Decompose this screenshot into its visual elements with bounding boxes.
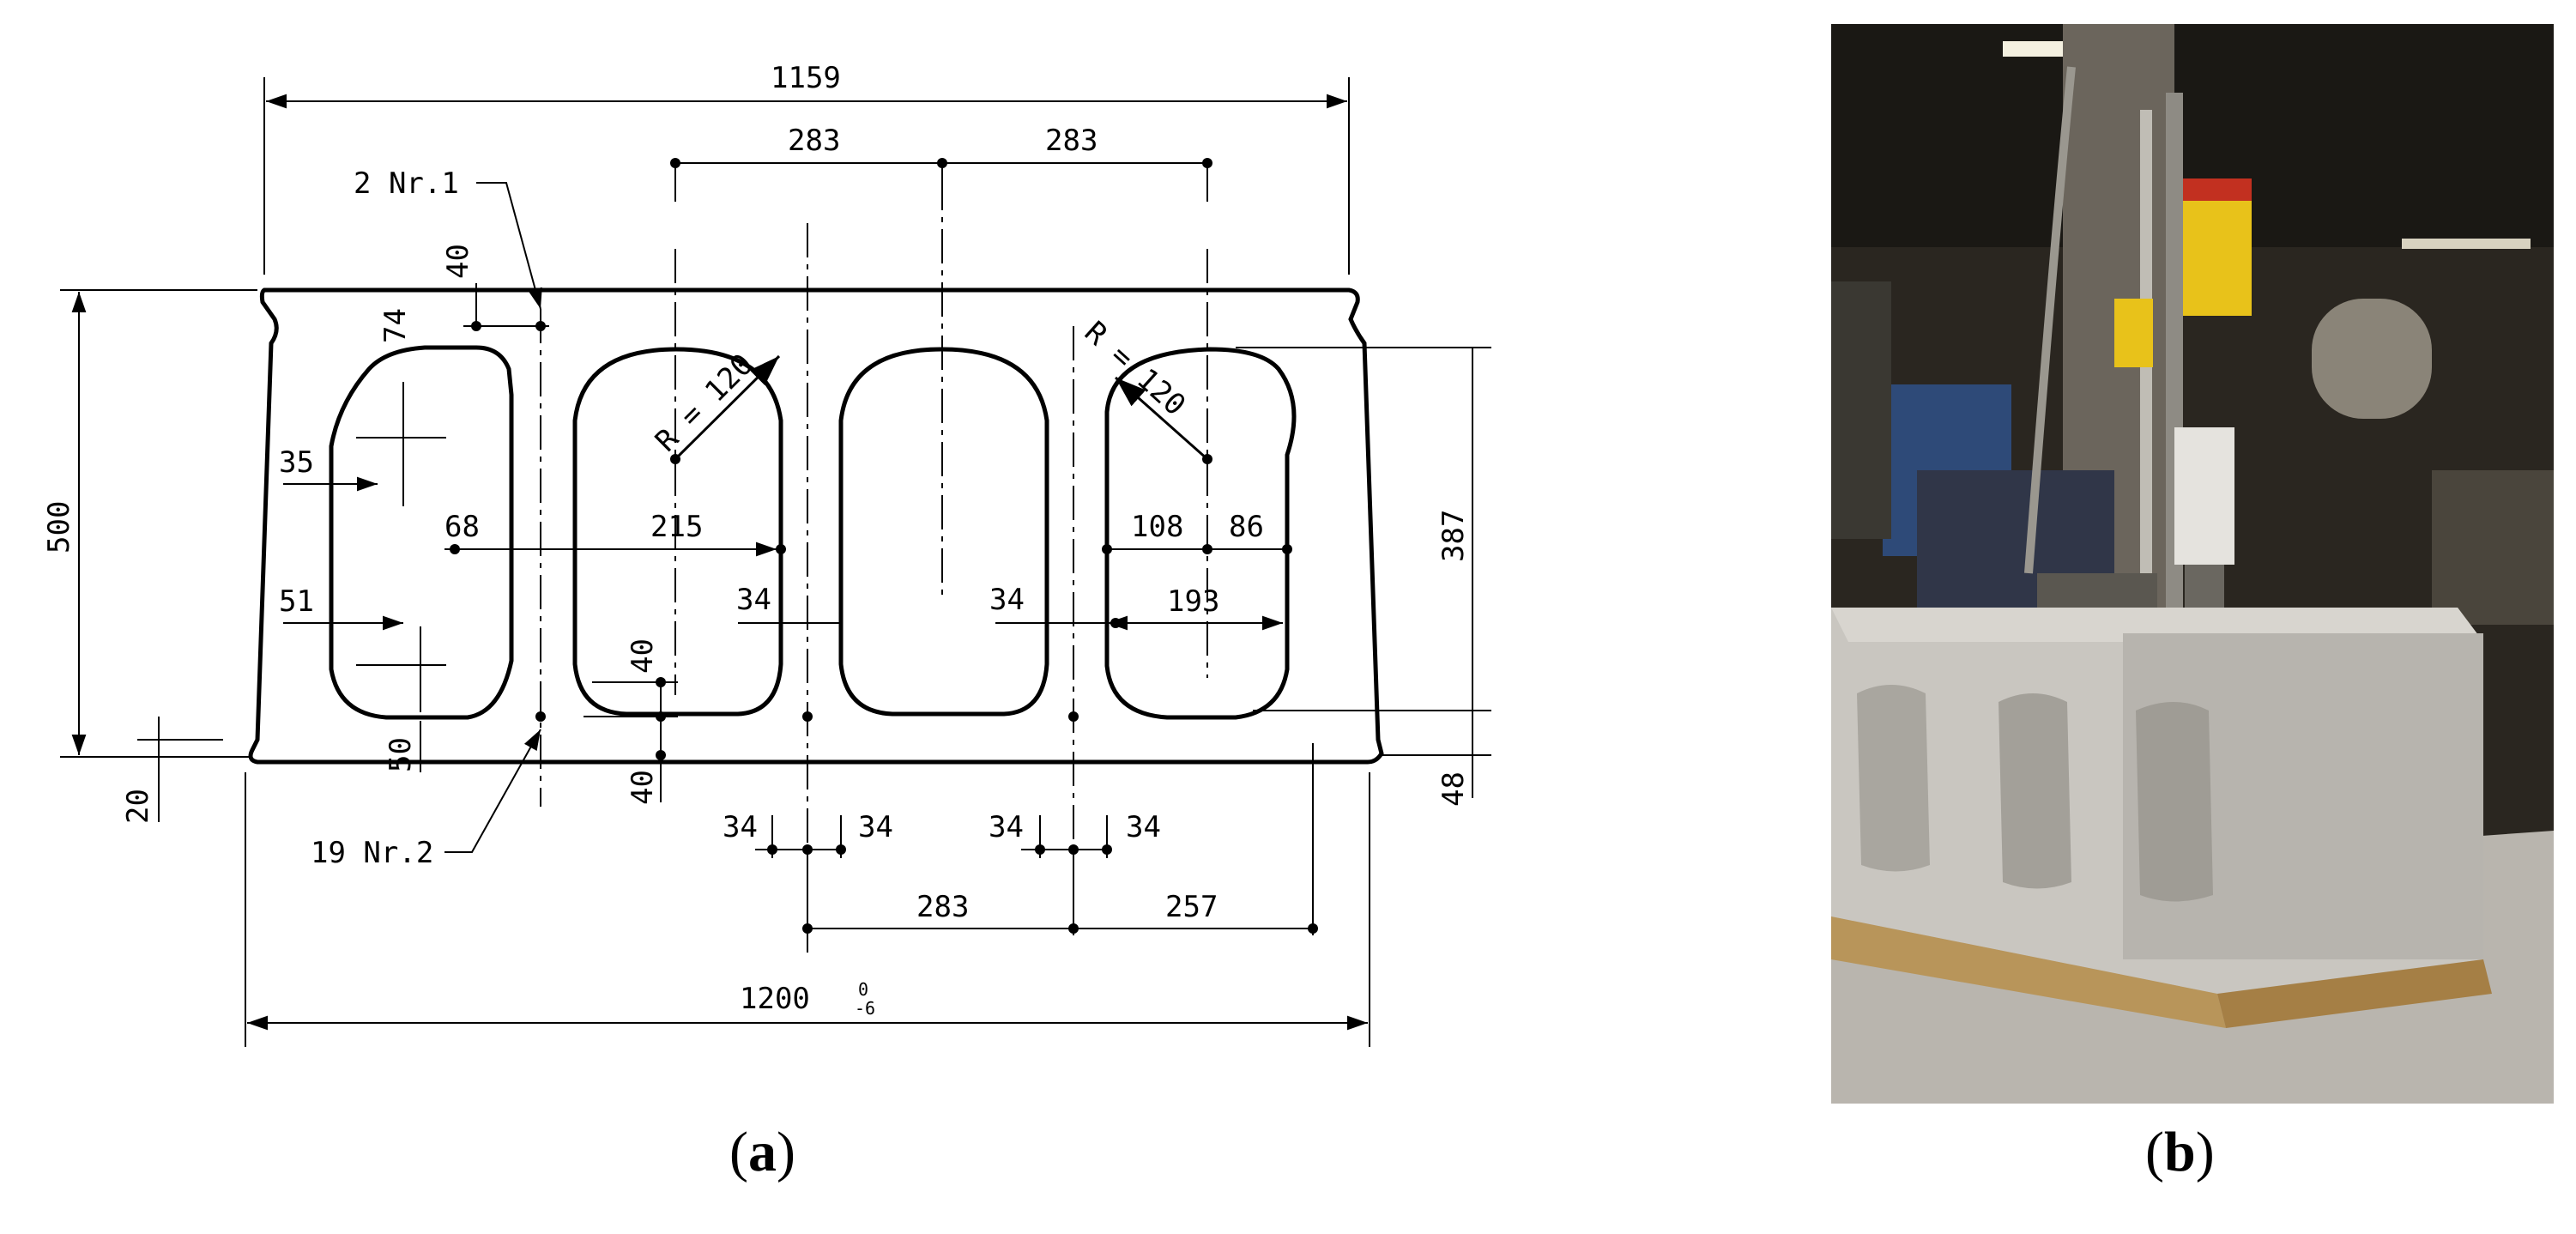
- dim-40-top: 40: [441, 244, 475, 279]
- dim-34-b1: 34: [723, 810, 758, 844]
- dim-34-b3: 34: [989, 810, 1024, 844]
- dim-50: 50: [384, 737, 418, 772]
- dim-283-left: 283: [788, 124, 840, 158]
- dim-68: 68: [444, 510, 480, 544]
- void-1: [329, 345, 514, 720]
- dim-35: 35: [279, 445, 314, 480]
- tolerance-lower: -6: [855, 998, 875, 1019]
- label-19nr2: 19 Nr.2: [311, 836, 433, 870]
- label-2nr1: 2 Nr.1: [354, 166, 459, 201]
- dim-387: 387: [1436, 510, 1471, 562]
- dim-193: 193: [1167, 584, 1219, 619]
- dim-283-right: 283: [1045, 124, 1098, 158]
- dim-34-web-left: 34: [736, 583, 771, 617]
- tolerance-upper: 0: [858, 979, 868, 1000]
- void-3: [838, 347, 1049, 717]
- dim-283-bottom: 283: [916, 890, 969, 924]
- dim-radius-right: R = 120: [1078, 315, 1192, 423]
- dim-215: 215: [650, 510, 703, 544]
- caption-b: (b): [2145, 1121, 2215, 1183]
- dim-20: 20: [121, 789, 155, 824]
- dim-51: 51: [279, 584, 314, 619]
- slab-outline: [248, 287, 1384, 765]
- dim-500: 500: [42, 501, 76, 553]
- dim-74: 74: [378, 308, 413, 343]
- dim-1159: 1159: [771, 61, 841, 95]
- dim-257: 257: [1165, 890, 1218, 924]
- dim-86: 86: [1229, 510, 1264, 544]
- dim-34-web-right: 34: [989, 583, 1025, 617]
- dim-radius-left: R = 120: [649, 348, 760, 459]
- photo-concrete-slab-drilling: [1831, 24, 2554, 1104]
- dim-108: 108: [1131, 510, 1183, 544]
- void-4: [1104, 347, 1297, 720]
- dim-34-b4: 34: [1126, 810, 1161, 844]
- dim-1200: 1200: [740, 982, 810, 1016]
- caption-a: (a): [729, 1121, 795, 1183]
- dim-40-mid: 40: [626, 638, 660, 674]
- dim-34-b2: 34: [858, 810, 893, 844]
- dim-40-bottom: 40: [626, 770, 660, 805]
- cross-section-drawing: 1159 283 283 2 Nr.1 40 74 35 51 50 68 21…: [42, 61, 1491, 1047]
- dim-48: 48: [1436, 771, 1471, 807]
